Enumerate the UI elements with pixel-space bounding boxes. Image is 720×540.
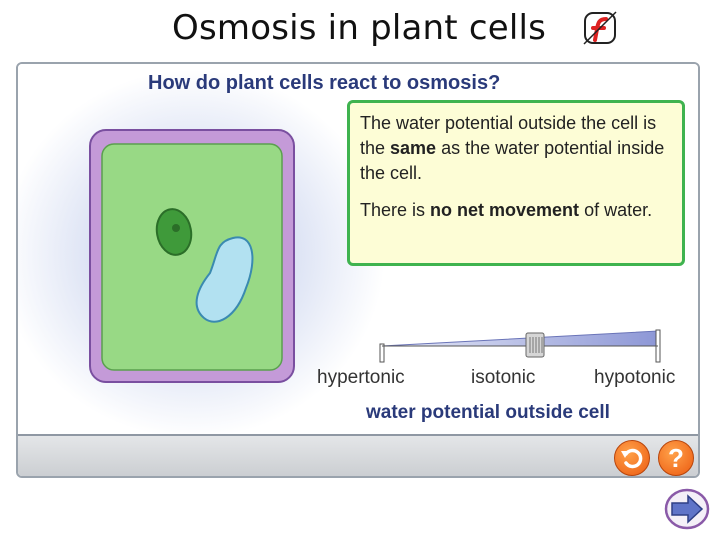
- water-potential-scale: [308, 322, 678, 368]
- control-bar: [18, 434, 698, 478]
- info-paragraph-2: There is no net movement of water.: [360, 198, 672, 223]
- slide-title: Osmosis in plant cells: [172, 8, 546, 48]
- flash-icon: [582, 10, 618, 46]
- label-hypertonic: hypertonic: [317, 367, 405, 389]
- scale-wedge: [382, 331, 658, 346]
- next-slide-button[interactable]: [664, 488, 710, 530]
- activity-panel: How do plant cells react to osmosis? The…: [16, 62, 700, 478]
- plant-cell-diagram: [88, 128, 298, 388]
- chloroplast-granum: [172, 224, 180, 232]
- cytoplasm: [102, 144, 282, 370]
- reset-icon: [615, 441, 649, 475]
- activity-stage: How do plant cells react to osmosis? The…: [18, 64, 698, 434]
- slider-handle[interactable]: [526, 333, 544, 357]
- help-icon: ?: [668, 443, 684, 473]
- help-button[interactable]: ?: [658, 440, 694, 476]
- label-isotonic: isotonic: [471, 367, 535, 389]
- label-hypotonic: hypotonic: [594, 367, 675, 389]
- info-box: The water potential outside the cell is …: [347, 100, 685, 266]
- info-paragraph-1: The water potential outside the cell is …: [360, 111, 672, 186]
- scale-axis-title: water potential outside cell: [366, 402, 610, 424]
- question-heading: How do plant cells react to osmosis?: [148, 72, 500, 95]
- scale-left-post: [380, 344, 384, 362]
- reset-button[interactable]: [614, 440, 650, 476]
